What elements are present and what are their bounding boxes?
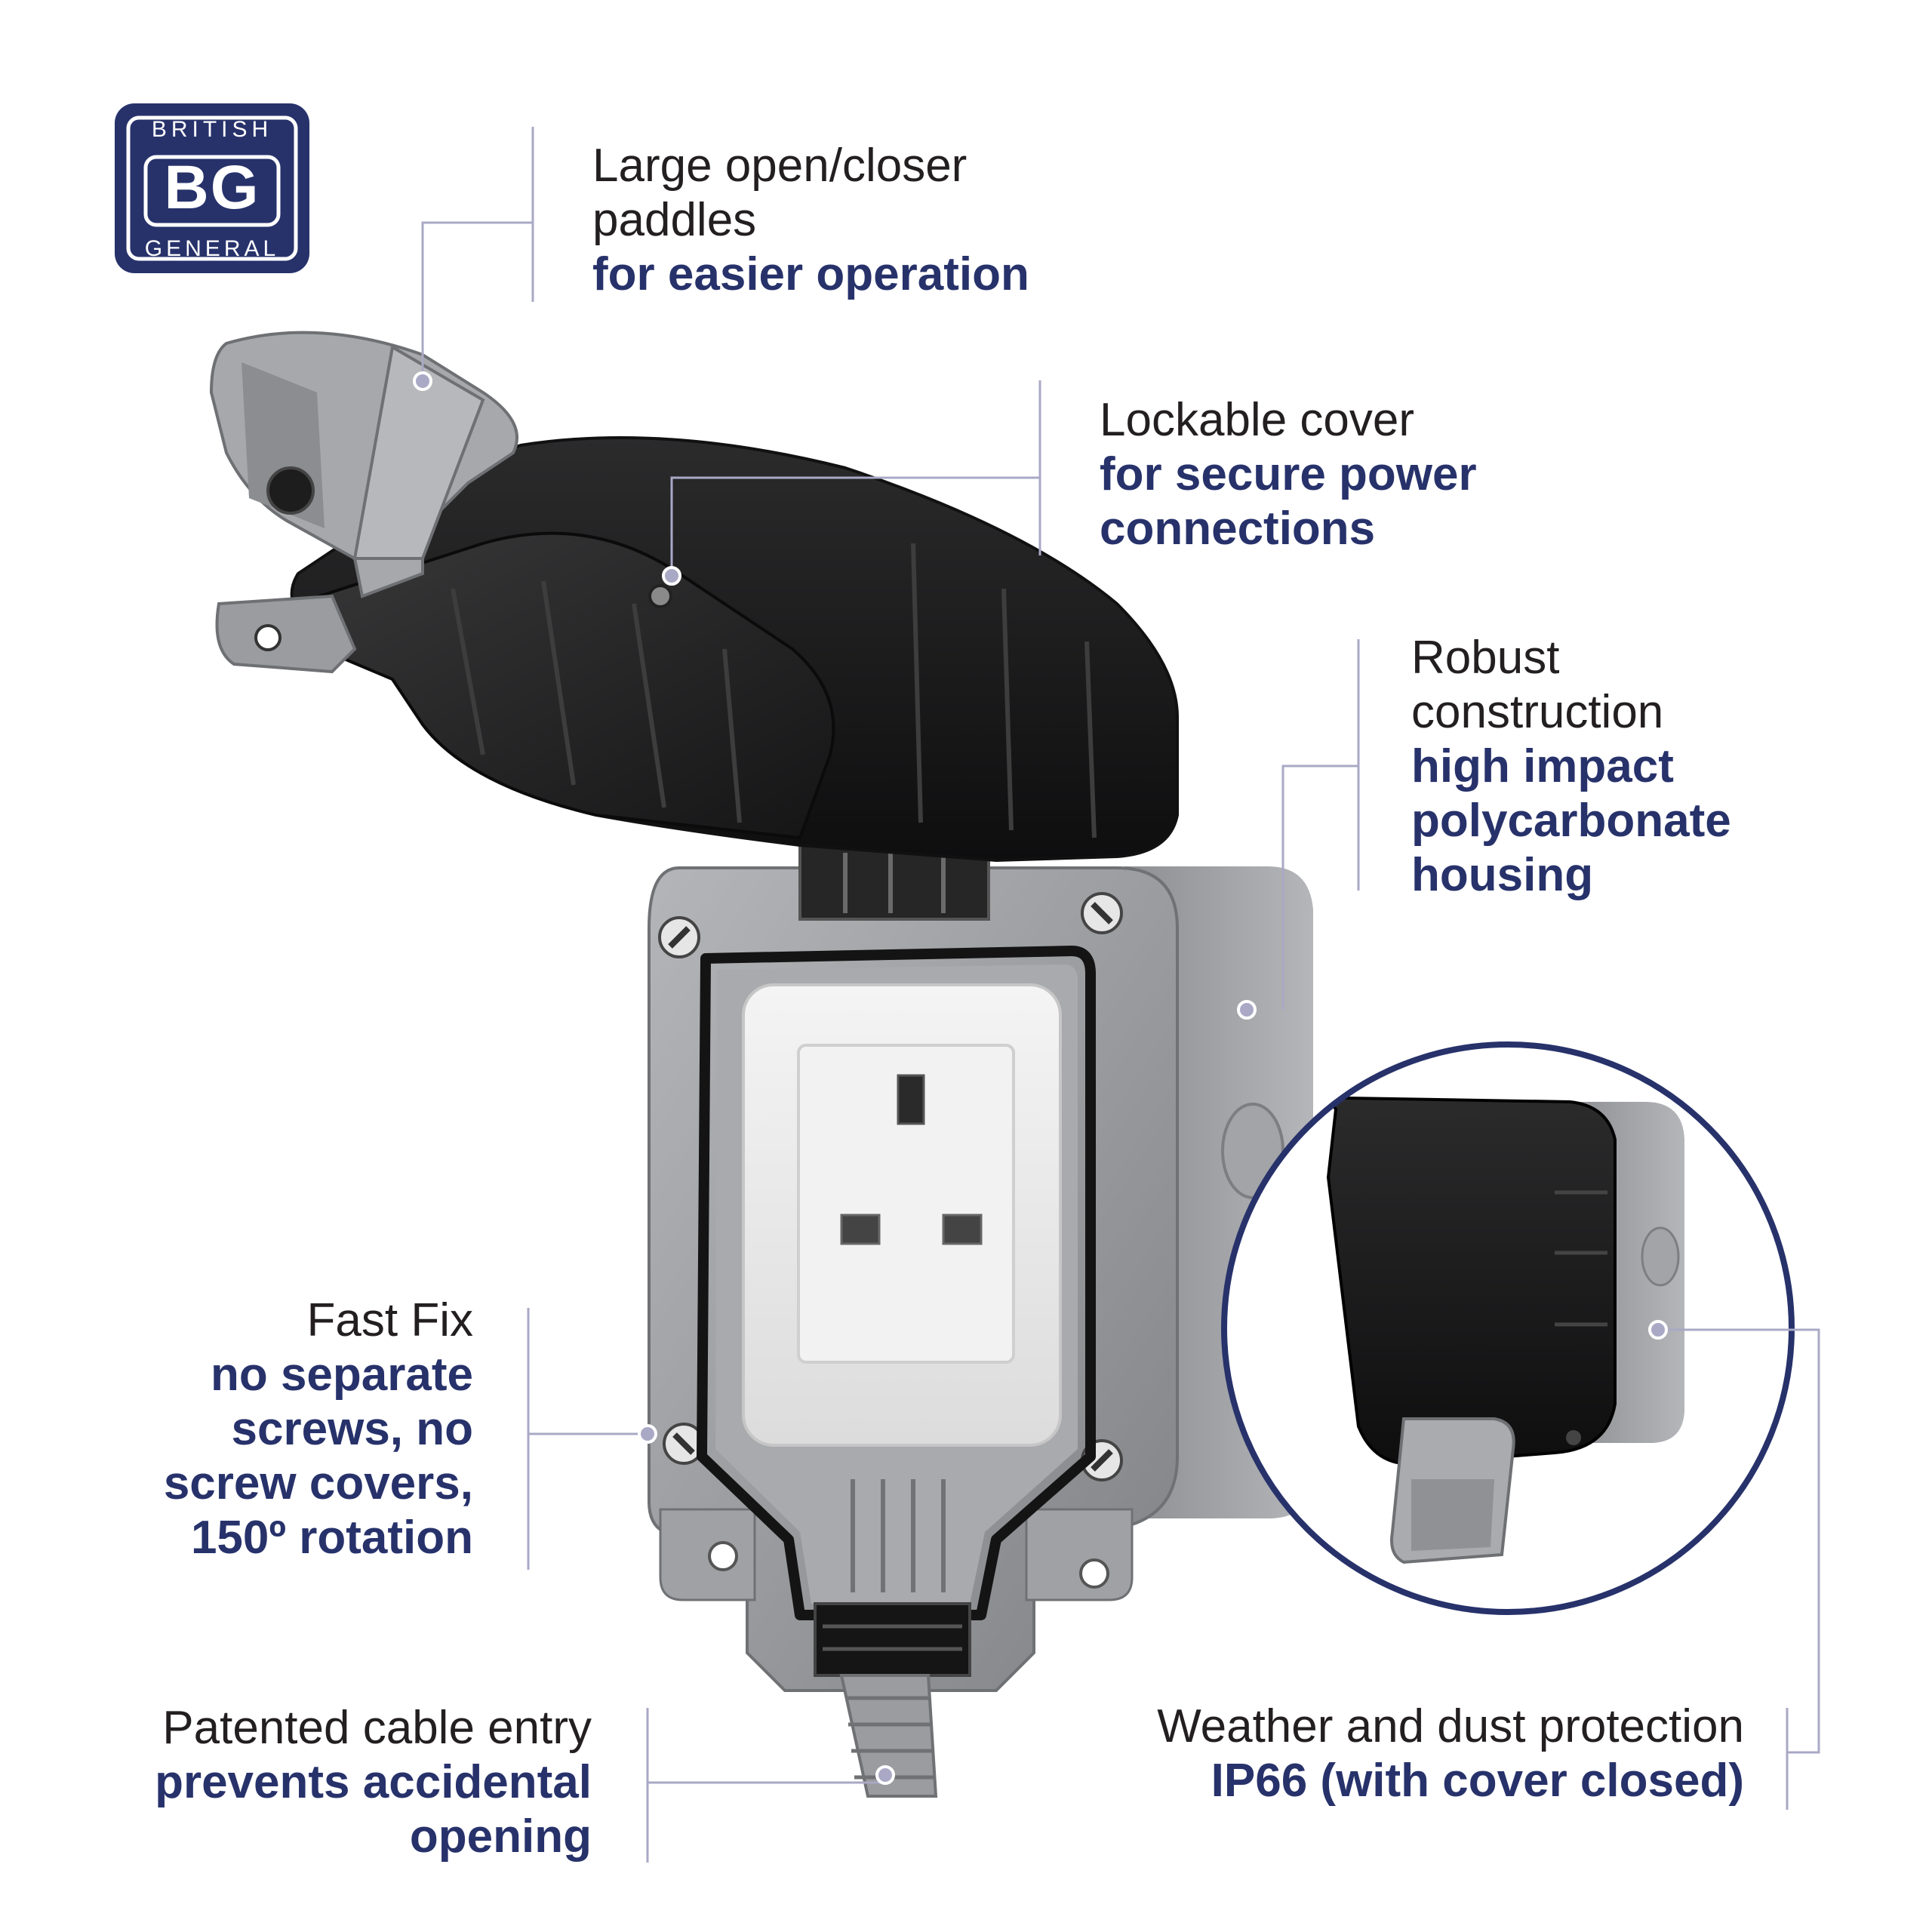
logo-mark: BG xyxy=(164,153,260,222)
callout-cable-title: Patented cable entry xyxy=(162,1702,592,1754)
callout-fastfix-title: Fast Fix xyxy=(306,1294,473,1346)
callout-cable-detail: prevents accidental xyxy=(155,1756,592,1808)
callout-paddles-title: Large open/closer xyxy=(592,140,968,192)
callout-robust: Robust construction high impact polycarb… xyxy=(1411,631,1731,903)
callout-robust-detail-3: housing xyxy=(1411,849,1594,901)
callout-paddles: Large open/closer paddles for easier ope… xyxy=(592,139,1029,302)
callout-fastfix-detail-3: screw covers, xyxy=(163,1457,473,1509)
brand-logo xyxy=(115,103,309,273)
callout-cable-detail-2: opening xyxy=(409,1810,592,1863)
callout-lockable-title: Lockable cover xyxy=(1100,394,1415,446)
brand-logo-text: BRITISH BG GENERAL xyxy=(115,103,309,273)
logo-bottom-word: GENERAL xyxy=(144,236,280,261)
callout-weather-detail: IP66 (with cover closed) xyxy=(1211,1755,1744,1807)
callout-paddles-detail: for easier operation xyxy=(592,248,1029,300)
callout-robust-title-2: construction xyxy=(1411,686,1664,738)
logo-top-word: BRITISH xyxy=(151,117,273,142)
callout-robust-detail-2: polycarbonate xyxy=(1411,795,1731,847)
callout-robust-detail: high impact xyxy=(1411,740,1674,792)
callout-cable: Patented cable entry prevents accidental… xyxy=(155,1701,592,1864)
callout-paddles-title-2: paddles xyxy=(592,194,757,246)
callout-fastfix-detail-4: 150º rotation xyxy=(190,1512,473,1564)
callout-robust-title: Robust xyxy=(1411,632,1560,684)
callout-weather-title: Weather and dust protection xyxy=(1157,1700,1744,1752)
callout-fastfix: Fast Fix no separate screws, no screw co… xyxy=(164,1294,473,1565)
callout-lockable-detail: for secure power xyxy=(1100,448,1477,500)
callout-fastfix-detail: no separate xyxy=(210,1349,473,1401)
callout-weather: Weather and dust protection IP66 (with c… xyxy=(1157,1700,1744,1808)
callout-lockable-detail-2: connections xyxy=(1100,503,1376,555)
callout-lockable: Lockable cover for secure power connecti… xyxy=(1100,393,1477,556)
callout-fastfix-detail-2: screws, no xyxy=(231,1403,473,1455)
